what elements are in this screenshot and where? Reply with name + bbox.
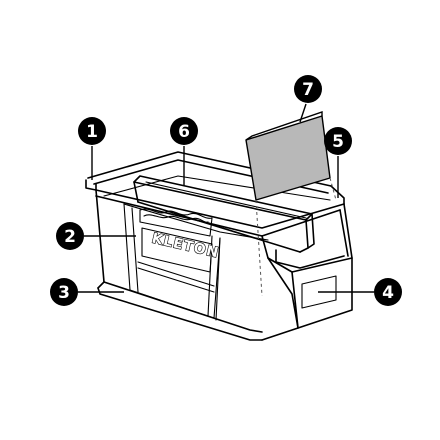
callout-3: 3 xyxy=(50,278,78,306)
callout-7: 7 xyxy=(294,75,322,103)
divider xyxy=(133,175,315,253)
callout-2: 2 xyxy=(56,222,84,250)
callout-2-number: 2 xyxy=(64,227,76,247)
callout-5-number: 5 xyxy=(332,132,344,152)
callout-6-number: 6 xyxy=(178,122,190,142)
label-insert xyxy=(245,111,337,297)
callout-7-number: 7 xyxy=(302,80,314,100)
callout-1-number: 1 xyxy=(86,122,98,142)
leader-lines xyxy=(78,103,374,293)
brand-plate xyxy=(141,227,213,273)
callout-4: 4 xyxy=(374,278,402,306)
callout-4-number: 4 xyxy=(382,283,394,303)
callout-5: 5 xyxy=(324,127,352,155)
callout-6: 6 xyxy=(170,117,198,145)
callout-3-number: 3 xyxy=(58,283,70,303)
bin-body xyxy=(85,151,353,341)
label-window xyxy=(301,275,337,309)
callout-1: 1 xyxy=(78,117,106,145)
